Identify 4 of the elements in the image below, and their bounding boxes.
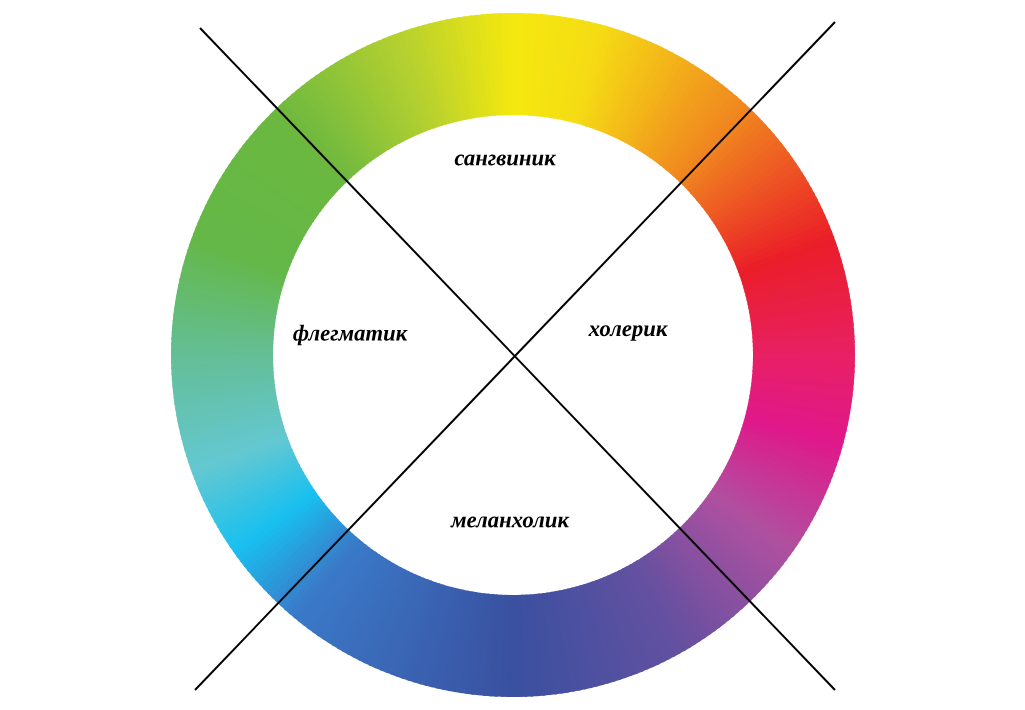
quadrant-label: меланхолик xyxy=(450,516,570,528)
quadrant-label: холерик xyxy=(588,325,668,341)
quadrant-label: флегматик xyxy=(293,324,408,346)
quadrant-label: сангвиник xyxy=(454,154,557,166)
